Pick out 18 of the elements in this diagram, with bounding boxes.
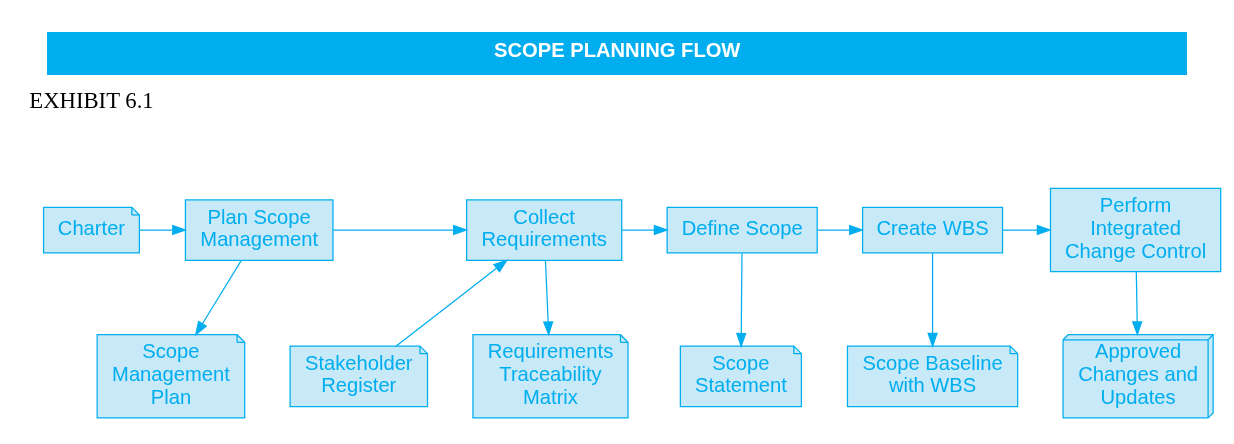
arrow (927, 252, 938, 348)
arrow (1002, 224, 1052, 235)
arrow (621, 224, 669, 235)
arrow (139, 224, 188, 235)
arrow (395, 258, 509, 347)
arrow (1131, 270, 1143, 336)
diagram-title: SCOPE PLANNING FLOW (494, 38, 741, 61)
node-box: Create WBS (861, 206, 1004, 253)
node-box: Collect Requirements (466, 198, 623, 261)
arrow (194, 259, 242, 336)
node-box: Perform Integrated Change Control (1049, 187, 1222, 272)
arrow (542, 259, 554, 336)
label: EXHIBIT 6.1 (29, 87, 154, 113)
node-box: Plan Scope Management (184, 198, 334, 261)
arrow (735, 252, 747, 348)
arrow (332, 224, 469, 235)
arrow (816, 224, 865, 235)
node-box: Define Scope (666, 206, 818, 253)
